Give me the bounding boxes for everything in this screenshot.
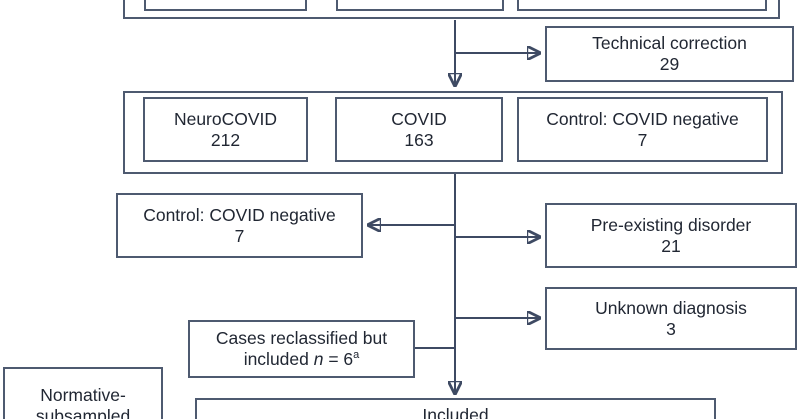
included-box: Included <box>195 398 716 419</box>
covid-box: COVID 163 <box>335 97 503 162</box>
normative-subsampled-box: Normative- subsampled <box>3 367 163 419</box>
top-cohort-box-3 <box>517 0 767 11</box>
neurocovid-count: 212 <box>210 129 241 150</box>
control-excluded-count: 7 <box>234 225 245 246</box>
control-included-count: 7 <box>637 129 648 150</box>
normative-subsampled-line1: Normative- <box>40 385 126 405</box>
neurocovid-label: NeuroCOVID <box>173 108 278 129</box>
control-included-box: Control: COVID negative 7 <box>517 97 768 162</box>
neurocovid-box: NeuroCOVID 212 <box>143 97 308 162</box>
cases-reclassified-n: n <box>313 349 324 369</box>
unknown-diagnosis-box: Unknown diagnosis 3 <box>545 287 797 350</box>
cases-reclassified-footnote-mark: a <box>353 349 360 362</box>
top-cohort-box-2 <box>336 0 504 11</box>
pre-existing-disorder-label: Pre-existing disorder <box>590 214 752 235</box>
technical-correction-box: Technical correction 29 <box>545 26 794 82</box>
technical-correction-count: 29 <box>659 54 680 74</box>
covid-count: 163 <box>404 129 434 150</box>
top-cohort-box-1 <box>144 0 307 11</box>
technical-correction-label: Technical correction <box>592 33 747 53</box>
cases-reclassified-box: Cases reclassified but included n = 6a <box>188 320 415 378</box>
control-excluded-label: Control: COVID negative <box>143 204 336 225</box>
included-label: Included <box>422 405 489 419</box>
normative-subsampled-line2: subsampled <box>35 406 131 419</box>
cases-reclassified-line2: included n = 6a <box>244 349 360 370</box>
unknown-diagnosis-count: 3 <box>666 318 676 339</box>
cases-reclassified-value: = 6 <box>323 349 354 369</box>
unknown-diagnosis-label: Unknown diagnosis <box>595 297 747 318</box>
cases-reclassified-line1: Cases reclassified but <box>215 328 388 348</box>
cases-reclassified-prefix: included <box>243 349 314 369</box>
control-included-label: Control: COVID negative <box>546 108 739 129</box>
pre-existing-disorder-box: Pre-existing disorder 21 <box>545 203 797 268</box>
control-excluded-box: Control: COVID negative 7 <box>116 193 363 258</box>
pre-existing-disorder-count: 21 <box>661 235 681 256</box>
covid-label: COVID <box>391 108 447 129</box>
